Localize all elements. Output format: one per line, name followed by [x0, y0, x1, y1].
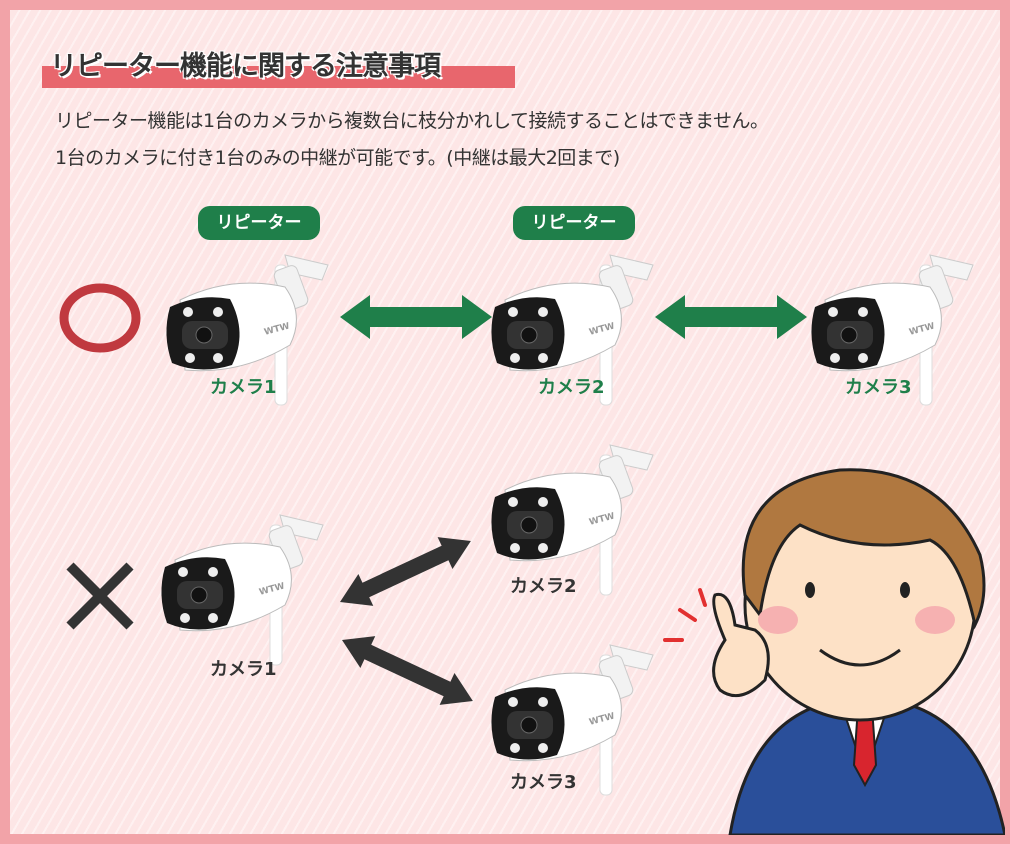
correct-circle-icon [59, 283, 141, 353]
page-title: リピーター機能に関する注意事項 [50, 51, 441, 82]
bidirectional-arrow-icon [655, 295, 807, 339]
camera-3-label: カメラ3 [510, 772, 577, 793]
title-underline [42, 66, 515, 88]
camera-3-image: WTW [490, 644, 654, 796]
camera-1-label: カメラ1 [210, 659, 277, 680]
description-line-1: リピーター機能は1台のカメラから複数台に枝分かれして接続することはできません。 [55, 110, 769, 132]
camera-3-image: WTW [810, 254, 974, 406]
bidirectional-arrow-icon [332, 525, 479, 618]
camera-3-label: カメラ3 [845, 377, 912, 398]
camera-2-label: カメラ2 [538, 377, 605, 398]
repeater-badge-2: リピーター [513, 206, 635, 240]
camera-1-image: WTW [160, 514, 324, 666]
camera-2-image: WTW [490, 254, 654, 406]
bidirectional-arrow-icon [340, 295, 492, 339]
repeater-badge-1: リピーター [198, 206, 320, 240]
camera-2-image: WTW [490, 444, 654, 596]
incorrect-cross-icon [66, 562, 134, 630]
camera-1-label: カメラ1 [210, 377, 277, 398]
businessman-pointing-illustration [663, 468, 1005, 835]
description-line-2: 1台のカメラに付き1台のみの中継が可能です。(中継は最大2回まで) [55, 147, 620, 169]
infographic-panel [10, 10, 1000, 834]
camera-2-label: カメラ2 [510, 576, 577, 597]
bidirectional-arrow-icon [334, 624, 481, 717]
camera-1-image: WTW [165, 254, 329, 406]
